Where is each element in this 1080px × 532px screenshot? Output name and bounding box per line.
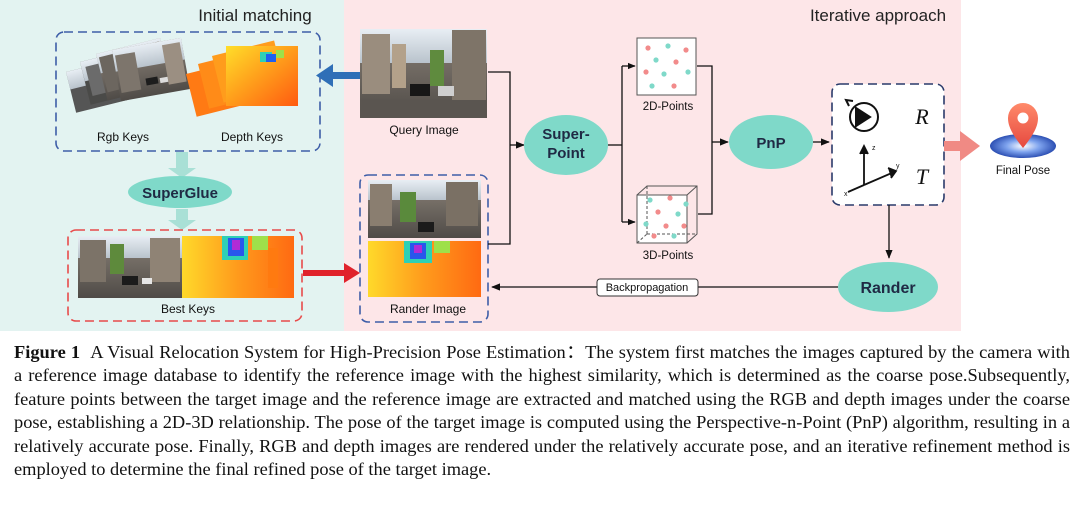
location-pin-icon [990,103,1056,158]
superpoint-node [524,115,608,175]
rander-rgb-image [368,180,481,238]
superglue-label: SuperGlue [142,185,218,202]
caption-label: Figure 1 [14,342,81,362]
keys-database-box [55,31,321,152]
superpoint-label-line1: Super- [542,126,590,143]
caption-title: A Visual Relocation System for High-Prec… [90,342,586,362]
points-2d-box [636,37,697,96]
backpropagation-label: Backpropagation [606,282,689,294]
teal-down-arrow-1 [168,152,196,178]
rander-image-box [359,174,489,323]
rgb-keys-image-stack [66,37,190,113]
points-3d-dots [643,195,689,239]
backpropagation-tag [596,278,699,297]
superpoint-label-line2: Point [547,145,585,162]
figure-caption: Figure 1 A Visual Relocation System for … [14,341,1070,481]
iterative-approach-title: Iterative approach [810,6,946,25]
rotation-icon [844,98,879,132]
best-keys-rgb-image [78,236,182,298]
query-image [360,29,487,118]
points-3d-cube [636,185,698,244]
superglue-node [128,176,232,208]
initial-matching-title: Initial matching [198,6,311,25]
rander-depth-image [368,241,481,297]
best-keys-box [67,229,303,322]
rander-node [838,262,938,312]
final-pose-arrow [944,131,980,161]
pnp-label: PnP [756,135,785,152]
teal-down-arrow-2 [168,209,196,230]
best-keys-label: Best Keys [161,302,215,316]
depth-keys-label: Depth Keys [221,130,283,144]
axis-y-tick: y [896,163,900,170]
rander-label: Rander [860,280,915,297]
pose-t-label: T [916,164,930,189]
depth-keys-image-stack [186,40,298,117]
axis-z-tick: z [872,145,876,152]
query-image-label: Query Image [389,123,459,137]
points-2d-label: 2D-Points [643,101,694,113]
points-3d-label: 3D-Points [643,250,694,262]
pnp-node [729,115,813,169]
pose-r-label: R [914,104,929,129]
caption-body: The system first matches the images capt… [14,342,1070,480]
final-pose-label: Final Pose [996,165,1050,177]
pipeline-diagram: Initial matching Iterative approach [0,0,1056,331]
superpoint-output-connectors [608,62,636,226]
red-arrow [303,263,360,283]
axes-icon [847,143,898,193]
best-keys-depth-image [182,236,294,298]
axis-x-tick: x [844,191,848,198]
rander-image-label: Rander Image [390,302,466,316]
rgb-keys-label: Rgb Keys [97,130,149,144]
blue-arrow [316,64,360,87]
pnp-input-connectors [697,65,729,215]
superpoint-input-connectors [488,71,525,245]
